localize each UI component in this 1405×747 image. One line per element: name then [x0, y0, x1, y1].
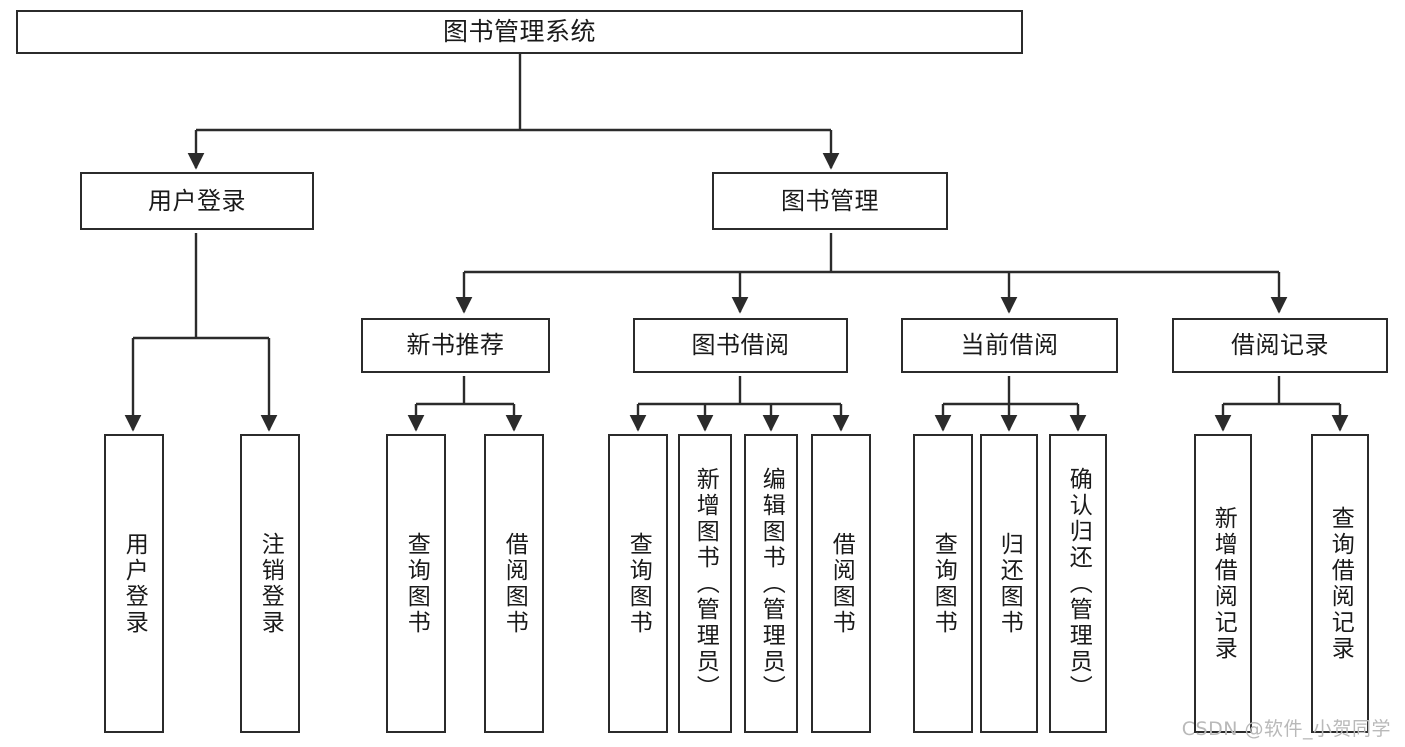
- node-book-management-label: 图书管理: [781, 186, 879, 215]
- watermark: CSDN @软件_小贺同学: [1181, 718, 1391, 740]
- leaf-book-borrow-add-label: 新增图书（管理员）: [692, 466, 719, 701]
- leaf-current-borrow-query-label: 查询图书: [930, 531, 957, 636]
- leaf-borrow-record-query-label: 查询借阅记录: [1327, 505, 1354, 662]
- node-book-management[interactable]: 图书管理: [712, 172, 948, 230]
- leaf-book-borrow-edit[interactable]: 编辑图书（管理员）: [744, 434, 798, 733]
- node-book-borrow[interactable]: 图书借阅: [633, 318, 848, 373]
- node-root-label: 图书管理系统: [442, 17, 596, 47]
- leaf-current-borrow-confirm-return[interactable]: 确认归还（管理员）: [1049, 434, 1107, 733]
- node-new-book-recommend[interactable]: 新书推荐: [361, 318, 550, 373]
- node-current-borrow-label: 当前借阅: [960, 331, 1059, 360]
- leaf-user-login-login-label: 用户登录: [121, 531, 148, 636]
- leaf-book-borrow-edit-label: 编辑图书（管理员）: [758, 466, 785, 701]
- leaf-current-borrow-query[interactable]: 查询图书: [913, 434, 973, 733]
- node-borrow-record[interactable]: 借阅记录: [1172, 318, 1388, 373]
- leaf-user-login-logout[interactable]: 注销登录: [240, 434, 300, 733]
- leaf-new-book-query[interactable]: 查询图书: [386, 434, 446, 733]
- leaf-book-borrow-query-label: 查询图书: [625, 531, 652, 636]
- leaf-borrow-record-add-label: 新增借阅记录: [1210, 505, 1237, 662]
- leaf-new-book-borrow[interactable]: 借阅图书: [484, 434, 544, 733]
- leaf-book-borrow-query[interactable]: 查询图书: [608, 434, 668, 733]
- node-borrow-record-label: 借阅记录: [1231, 331, 1329, 360]
- leaf-new-book-query-label: 查询图书: [403, 531, 430, 636]
- leaf-current-borrow-return-label: 归还图书: [996, 531, 1023, 636]
- node-current-borrow[interactable]: 当前借阅: [901, 318, 1118, 373]
- leaf-user-login-login[interactable]: 用户登录: [104, 434, 164, 733]
- leaf-book-borrow-borrow-label: 借阅图书: [828, 531, 855, 636]
- leaf-book-borrow-borrow[interactable]: 借阅图书: [811, 434, 871, 733]
- leaf-user-login-logout-label: 注销登录: [257, 531, 284, 636]
- leaf-borrow-record-add[interactable]: 新增借阅记录: [1194, 434, 1252, 733]
- node-book-borrow-label: 图书借阅: [691, 331, 790, 360]
- leaf-current-borrow-return[interactable]: 归还图书: [980, 434, 1038, 733]
- leaf-new-book-borrow-label: 借阅图书: [501, 531, 528, 636]
- node-user-login-label: 用户登录: [148, 186, 246, 215]
- leaf-book-borrow-add[interactable]: 新增图书（管理员）: [678, 434, 732, 733]
- leaf-borrow-record-query[interactable]: 查询借阅记录: [1311, 434, 1369, 733]
- node-user-login[interactable]: 用户登录: [80, 172, 314, 230]
- node-root[interactable]: 图书管理系统: [16, 10, 1023, 54]
- node-new-book-recommend-label: 新书推荐: [406, 331, 505, 360]
- leaf-current-borrow-confirm-return-label: 确认归还（管理员）: [1065, 466, 1092, 701]
